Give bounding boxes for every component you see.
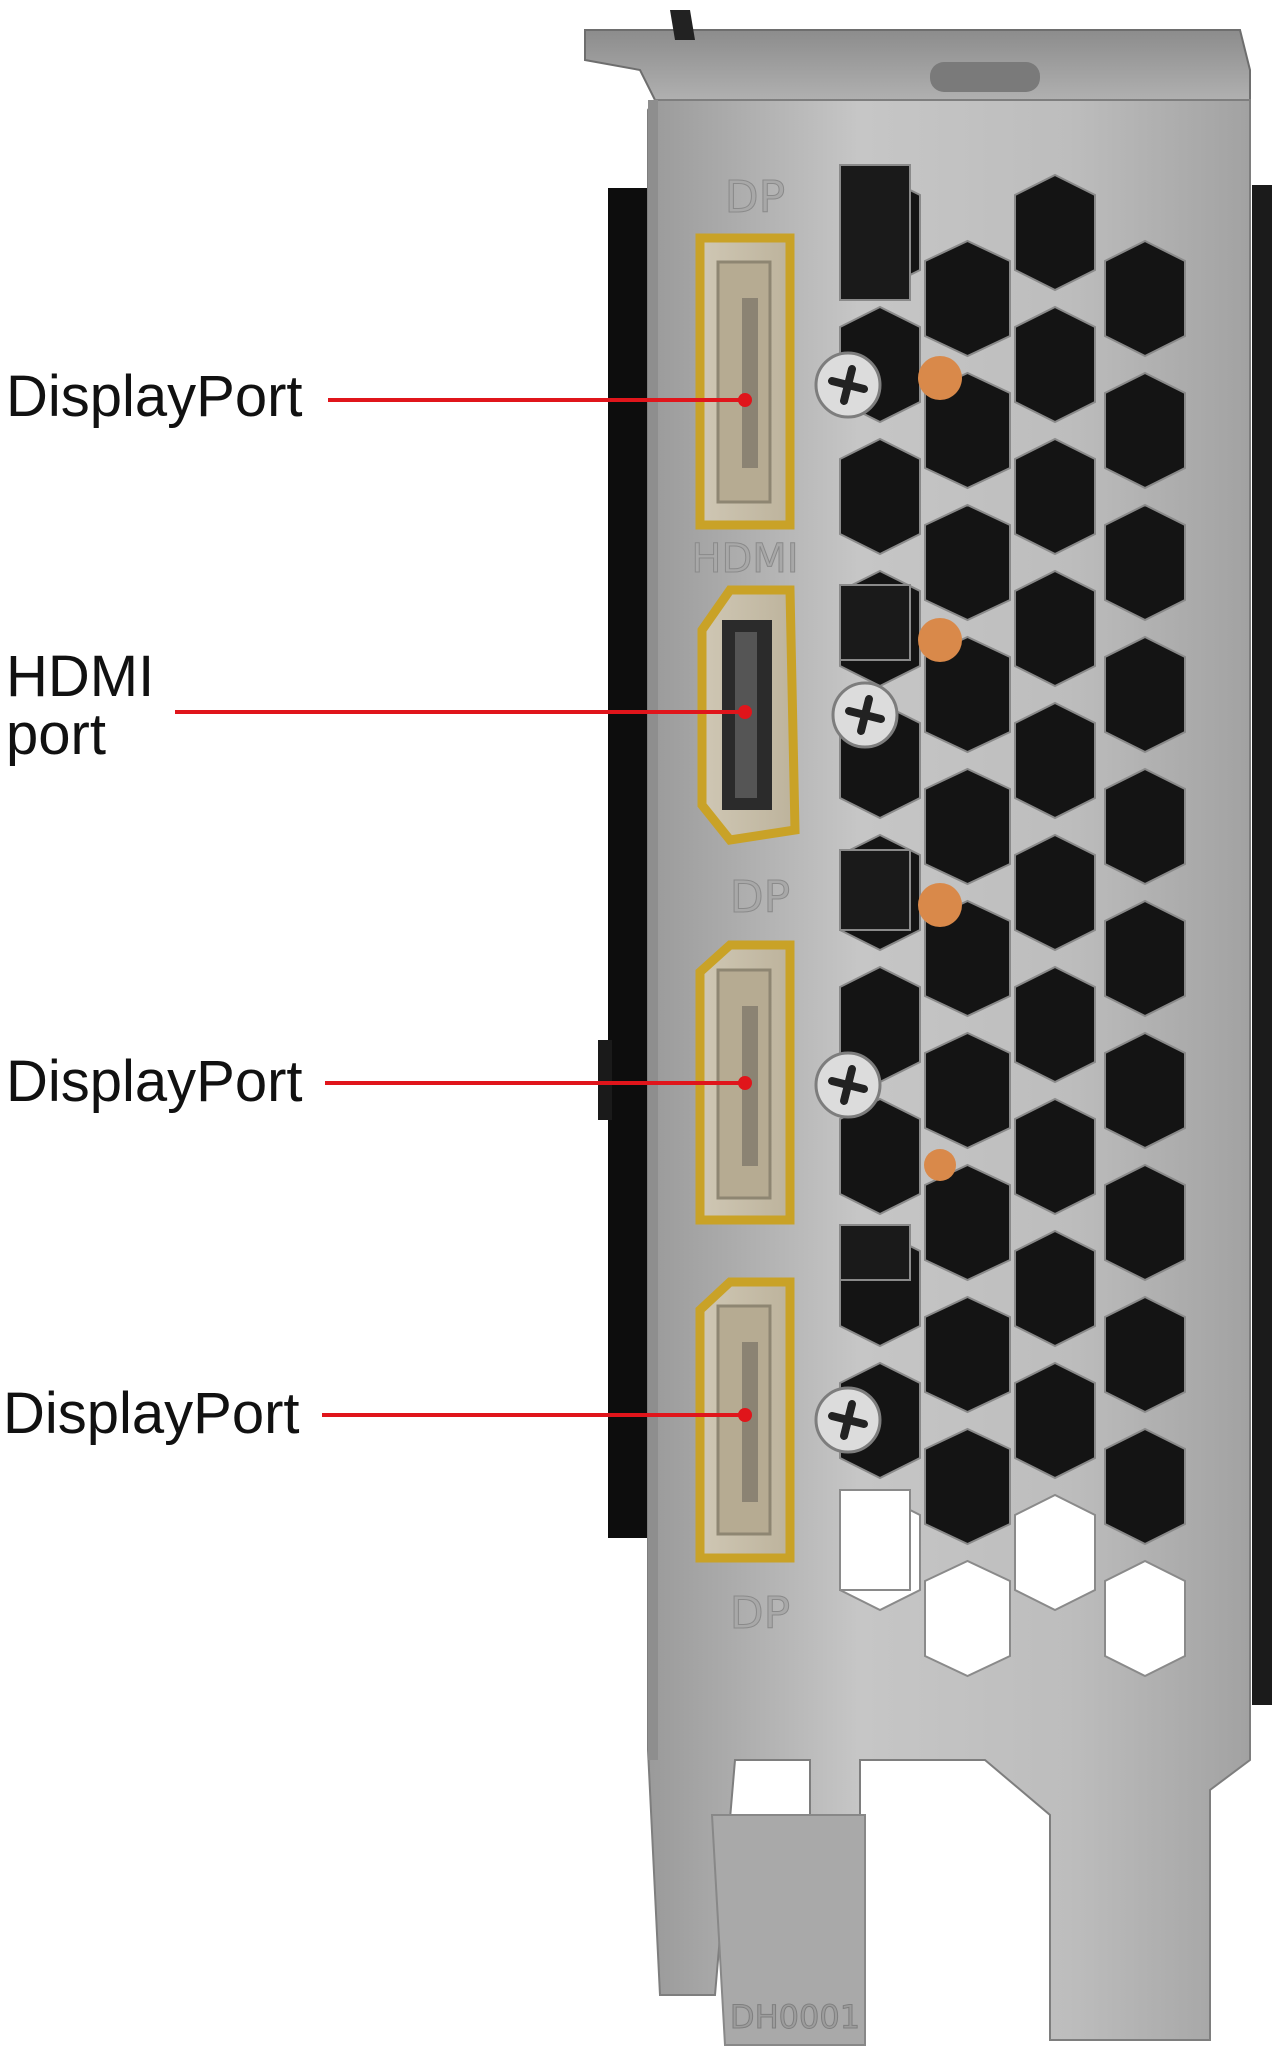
fan-glimpses xyxy=(918,356,962,1181)
vent-hole xyxy=(1104,1295,1186,1414)
vent-hole xyxy=(1104,1031,1186,1150)
screw-cross-icon xyxy=(845,695,885,735)
marking-part-code: DH0001 xyxy=(730,1998,860,2036)
vent-hole xyxy=(1104,1427,1186,1546)
leader-line-hdmi xyxy=(175,705,752,719)
vent-hole xyxy=(924,1559,1011,1678)
callout-displayport-2: DisplayPort xyxy=(6,1049,303,1114)
marking-dp-middle: DP xyxy=(730,872,790,923)
card-shroud-edge xyxy=(598,1040,612,1120)
vent-hole xyxy=(1104,1163,1186,1282)
vent-hole xyxy=(1014,1361,1096,1480)
vent-hole xyxy=(924,1295,1011,1414)
vent-hole xyxy=(1014,173,1096,292)
vent-hole xyxy=(924,1427,1011,1546)
bracket-bottom-tab xyxy=(710,1814,866,2046)
vent-hole xyxy=(1104,1559,1186,1678)
vent-hole xyxy=(1014,701,1096,820)
bracket-left-rim xyxy=(648,100,658,1760)
bracket-top-slot xyxy=(930,62,1040,92)
vent-hole xyxy=(1014,1229,1096,1348)
vent-hole xyxy=(1104,371,1186,490)
vent-hole xyxy=(1104,899,1186,1018)
vent-hole xyxy=(1104,239,1186,358)
screw-cross-icon xyxy=(828,365,868,405)
card-shroud-right xyxy=(1252,185,1272,1705)
callout-displayport-1: DisplayPort xyxy=(6,364,303,429)
vent-hole xyxy=(1014,1493,1096,1612)
vent-hole xyxy=(924,1031,1011,1150)
vent-hole xyxy=(1014,1097,1096,1216)
bracket-top-fold xyxy=(584,29,1251,101)
vent-hole xyxy=(839,1097,921,1216)
vent-hole xyxy=(839,437,921,556)
vent-hole xyxy=(1014,437,1096,556)
vent-hole xyxy=(839,849,911,931)
bracket-screws xyxy=(814,351,899,1454)
vent-hole xyxy=(839,584,911,661)
vent-hole xyxy=(924,503,1011,622)
marking-dp-top: DP xyxy=(725,172,785,223)
callout-displayport-3: DisplayPort xyxy=(3,1381,300,1446)
vent-hole xyxy=(1104,503,1186,622)
vent-hole xyxy=(1014,833,1096,952)
displayport-connector-top xyxy=(695,233,795,530)
bracket-top-tab xyxy=(670,10,695,40)
vent-hole xyxy=(924,371,1011,490)
vent-hole xyxy=(1104,635,1186,754)
vent-hole xyxy=(924,1163,1011,1282)
vent-hole xyxy=(924,899,1011,1018)
vent-hole xyxy=(1014,305,1096,424)
vent-hole xyxy=(1104,767,1186,886)
screw-cross-icon xyxy=(828,1065,868,1105)
vent-hole xyxy=(924,767,1011,886)
vent-hole xyxy=(1014,965,1096,1084)
marking-hdmi: HDMI xyxy=(691,536,798,582)
marking-dp-bottom: DP xyxy=(730,1588,790,1639)
leader-line-displayport-3 xyxy=(322,1408,752,1422)
vent-hole xyxy=(924,239,1011,358)
vent-hole xyxy=(839,1224,911,1281)
vent-grid xyxy=(839,164,1186,1678)
leader-line-displayport-2 xyxy=(325,1076,752,1090)
callout-hdmi-port: HDMI port xyxy=(6,644,155,767)
vent-hole xyxy=(839,164,911,301)
vent-hole xyxy=(1014,569,1096,688)
vent-hole xyxy=(924,635,1011,754)
vent-hole xyxy=(839,1489,911,1591)
screw-cross-icon xyxy=(828,1400,868,1440)
leader-line-displayport-1 xyxy=(328,393,752,407)
card-shroud-left xyxy=(608,188,654,1538)
